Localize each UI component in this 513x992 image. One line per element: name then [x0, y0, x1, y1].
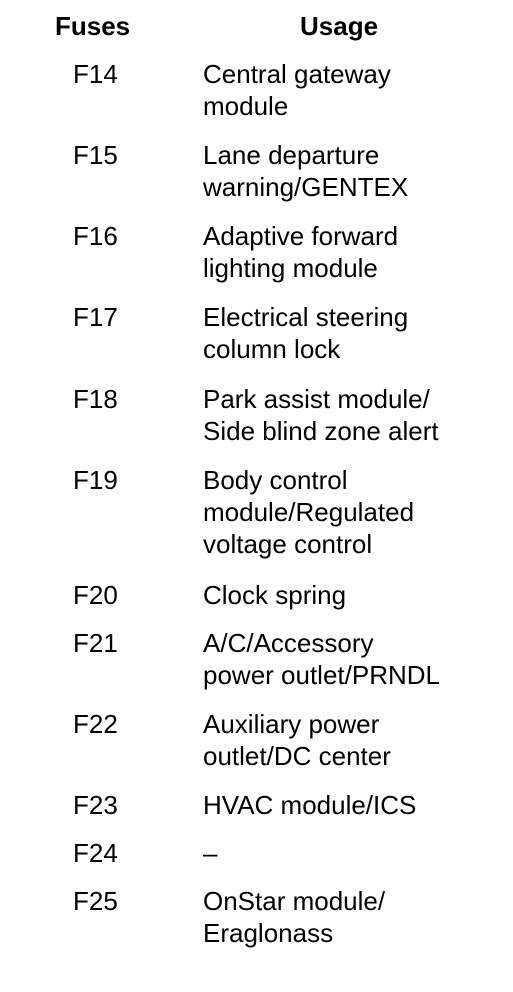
fuse-id: F25 [73, 886, 118, 916]
fuse-usage: A/C/Accessory power outlet/PRNDL [203, 628, 440, 690]
fuse-usage: Electrical steering column lock [203, 302, 409, 364]
fuse-usage: OnStar module/ Eraglonass [203, 886, 386, 948]
table-header: Fuses Usage [0, 0, 513, 56]
fuse-usage: Body control module/Regulated voltage co… [203, 465, 415, 559]
fuse-id: F24 [73, 838, 118, 868]
fuse-usage: Park assist module/ Side blind zone aler… [203, 384, 439, 446]
fuse-usage: HVAC module/ICS [203, 790, 417, 820]
usage-column-header: Usage [300, 11, 379, 41]
fuse-id: F17 [73, 302, 118, 332]
fuse-id: F20 [73, 580, 118, 610]
fuse-id: F16 [73, 221, 118, 251]
fuse-id: F21 [73, 628, 118, 658]
fuse-usage: Clock spring [203, 580, 347, 610]
fuse-usage: – [203, 838, 218, 868]
fuse-id: F15 [73, 140, 118, 170]
fuses-column-header: Fuses [55, 11, 131, 41]
fuse-id: F23 [73, 790, 118, 820]
fuse-id: F18 [73, 384, 118, 414]
fuse-usage: Lane departure warning/GENTEX [203, 140, 409, 202]
fuse-id: F22 [73, 709, 118, 739]
fuse-usage: Central gateway module [203, 59, 391, 121]
fuse-id: F14 [73, 59, 118, 89]
fuse-usage: Auxiliary power outlet/DC center [203, 709, 391, 771]
fuse-usage: Adaptive forward lighting module [203, 221, 399, 283]
fuse-table: Fuses Usage F14 Central gateway module F… [0, 0, 513, 948]
fuse-id: F19 [73, 465, 118, 495]
